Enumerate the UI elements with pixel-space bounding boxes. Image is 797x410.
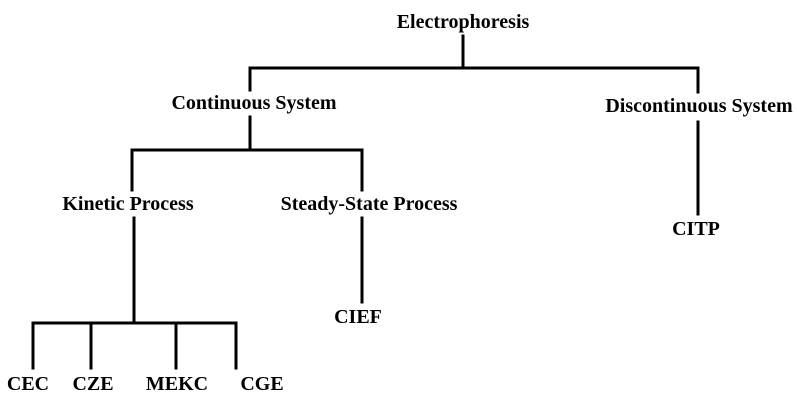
node-kinetic-process: Kinetic Process	[62, 193, 194, 215]
node-cec: CEC	[6, 373, 50, 395]
node-cge: CGE	[240, 373, 284, 395]
node-electrophoresis: Electrophoresis	[396, 11, 530, 33]
node-discontinuous-system: Discontinuous System	[605, 95, 793, 117]
node-citp: CITP	[672, 218, 720, 240]
node-steady-state-process: Steady-State Process	[280, 193, 458, 215]
node-cze: CZE	[72, 373, 114, 395]
node-mekc: MEKC	[145, 373, 209, 395]
node-cief: CIEF	[334, 306, 382, 328]
node-continuous-system: Continuous System	[171, 92, 337, 114]
